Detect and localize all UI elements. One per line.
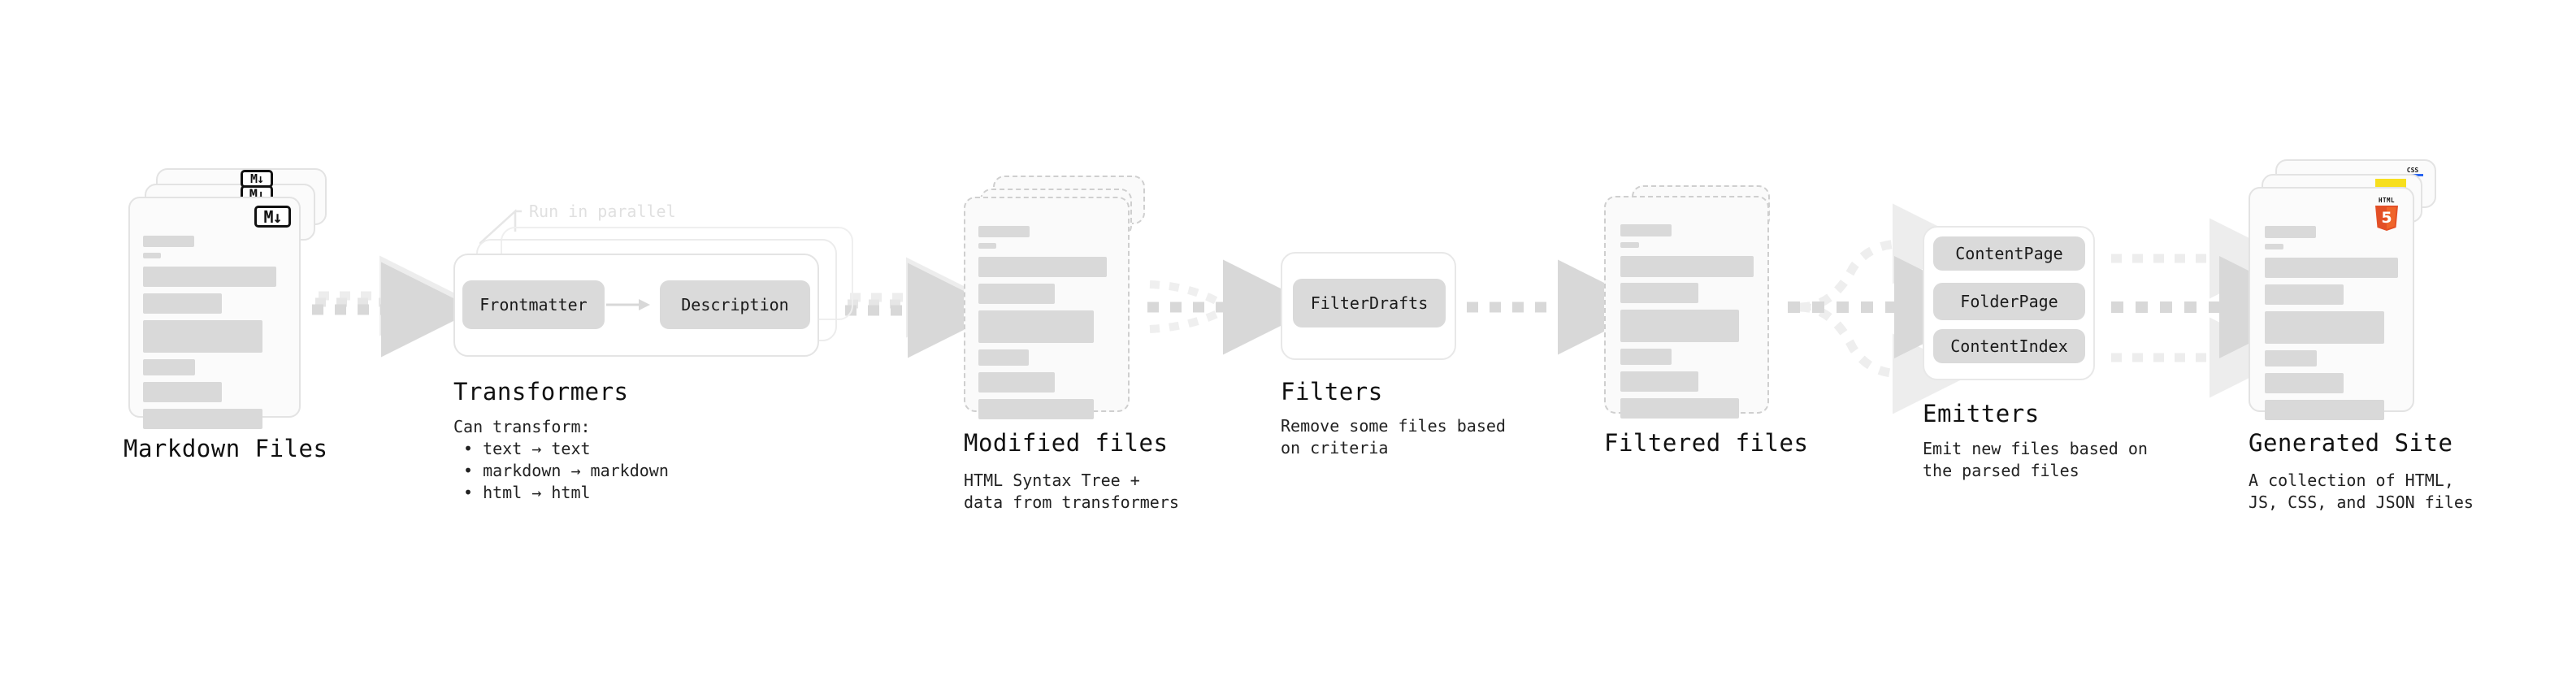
doc-line bbox=[143, 267, 276, 287]
svg-text:HTML: HTML bbox=[2379, 197, 2395, 204]
doc-line bbox=[978, 284, 1055, 304]
doc-line bbox=[978, 399, 1094, 419]
doc-line bbox=[978, 310, 1094, 343]
doc-line bbox=[2265, 244, 2283, 249]
transformer-main-arrow bbox=[606, 299, 650, 310]
run-in-parallel-bracket bbox=[479, 209, 522, 245]
markdown-card-front: M↓ bbox=[128, 197, 301, 429]
doc-line bbox=[1620, 242, 1639, 248]
markdown-badge-icon: M↓ bbox=[254, 206, 291, 228]
arrow-modified-to-filters bbox=[1147, 259, 1318, 355]
emitters-subtitle: Emit new files based on the parsed files bbox=[1923, 439, 2148, 480]
stage-title-filtered-files: Filtered files bbox=[1604, 429, 1809, 457]
stage-title-emitters: Emitters bbox=[1923, 400, 2040, 427]
arrow-markdown-to-transformers bbox=[312, 255, 476, 358]
doc-line bbox=[978, 243, 996, 249]
doc-line bbox=[1620, 349, 1672, 365]
doc-line bbox=[2265, 311, 2384, 344]
stage-title-filters: Filters bbox=[1281, 378, 1383, 406]
doc-line bbox=[143, 359, 195, 375]
transformer-node-description[interactable]: Description bbox=[660, 280, 810, 329]
doc-line bbox=[2265, 284, 2344, 305]
site-card-html: HTML 5 bbox=[2249, 187, 2414, 420]
stage-title-transformers: Transformers bbox=[453, 378, 629, 406]
doc-line bbox=[2265, 258, 2398, 278]
modified-card-front bbox=[964, 197, 1130, 419]
filters-subtitle: Remove some files based on criteria bbox=[1281, 416, 1506, 458]
emitter-node-folderpage[interactable]: FolderPage bbox=[1933, 283, 2085, 320]
svg-text:5: 5 bbox=[2381, 209, 2392, 227]
html5-badge-icon: HTML 5 bbox=[2375, 197, 2398, 231]
generated-site-subtitle: A collection of HTML, JS, CSS, and JSON … bbox=[2249, 471, 2474, 512]
filter-node-filterdrafts[interactable]: FilterDrafts bbox=[1293, 279, 1446, 327]
doc-line bbox=[2265, 350, 2317, 367]
doc-line bbox=[143, 293, 222, 314]
doc-line bbox=[1620, 283, 1698, 303]
arrow-emitters-to-site bbox=[2111, 218, 2322, 398]
transformers-bullet-2: • html → html bbox=[463, 483, 591, 502]
doc-line bbox=[978, 349, 1029, 366]
transformers-bullet-0: • text → text bbox=[463, 439, 591, 458]
doc-line bbox=[1620, 398, 1739, 419]
doc-line bbox=[143, 236, 194, 247]
doc-line bbox=[978, 372, 1055, 393]
doc-line bbox=[1620, 256, 1754, 277]
arrow-transformers-to-modified bbox=[845, 257, 1003, 358]
doc-line bbox=[143, 409, 262, 429]
stage-title-modified-files: Modified files bbox=[964, 429, 1169, 457]
modified-files-subtitle: HTML Syntax Tree + data from transformer… bbox=[964, 471, 1179, 512]
doc-line bbox=[1620, 310, 1739, 342]
doc-line bbox=[2265, 226, 2316, 238]
doc-line bbox=[2265, 373, 2344, 393]
stage-title-markdown-files: Markdown Files bbox=[124, 435, 328, 462]
transformer-node-frontmatter[interactable]: Frontmatter bbox=[462, 280, 605, 329]
svg-text:CSS: CSS bbox=[2407, 167, 2419, 174]
doc-line bbox=[143, 253, 161, 258]
doc-line bbox=[978, 257, 1107, 277]
doc-line bbox=[143, 320, 262, 353]
transformers-subtitle: Can transform: bbox=[453, 417, 591, 436]
doc-line bbox=[1620, 224, 1672, 236]
arrow-filtered-to-emitters bbox=[1788, 203, 1997, 414]
stage-title-generated-site: Generated Site bbox=[2249, 429, 2453, 457]
filtered-card-front bbox=[1604, 196, 1769, 419]
emitter-node-contentpage[interactable]: ContentPage bbox=[1933, 236, 2085, 271]
emitter-node-contentindex[interactable]: ContentIndex bbox=[1933, 329, 2085, 363]
doc-line bbox=[143, 382, 222, 402]
doc-line bbox=[2265, 400, 2384, 420]
transformers-bullet-1: • markdown → markdown bbox=[463, 461, 669, 480]
doc-line bbox=[978, 226, 1030, 237]
doc-line bbox=[1620, 371, 1698, 392]
run-in-parallel-label: Run in parallel bbox=[529, 202, 676, 221]
